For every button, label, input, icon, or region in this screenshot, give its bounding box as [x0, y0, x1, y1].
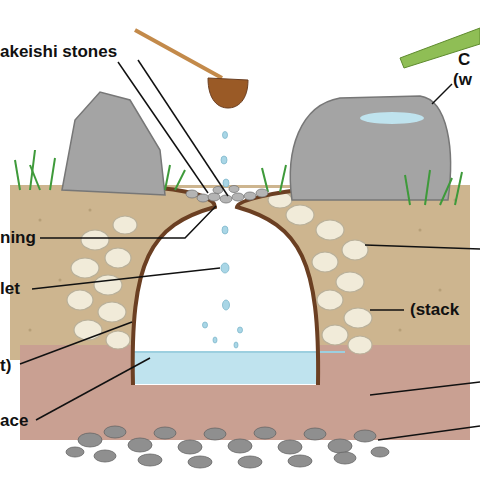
water-pool [134, 352, 318, 384]
water-droplets [203, 132, 243, 349]
part-label: ace [0, 411, 28, 431]
grass [15, 150, 462, 205]
part-label: (stack [410, 300, 459, 320]
basin-water [360, 112, 424, 124]
clay-layer [20, 345, 470, 440]
part-label: (w [453, 70, 472, 90]
buried-pot [133, 188, 318, 385]
leader-lines [20, 60, 480, 440]
water-basin [290, 96, 450, 200]
water-surface [134, 351, 345, 353]
gravel-bed [66, 426, 389, 468]
pot-interior [133, 188, 318, 385]
part-label: C [458, 50, 470, 70]
ladle-cup [208, 78, 248, 108]
part-label: t) [0, 356, 11, 376]
part-label: akeishi stones [0, 42, 117, 62]
part-label: let [0, 279, 20, 299]
part-label: ning [0, 228, 36, 248]
ladle-handle [135, 30, 222, 78]
